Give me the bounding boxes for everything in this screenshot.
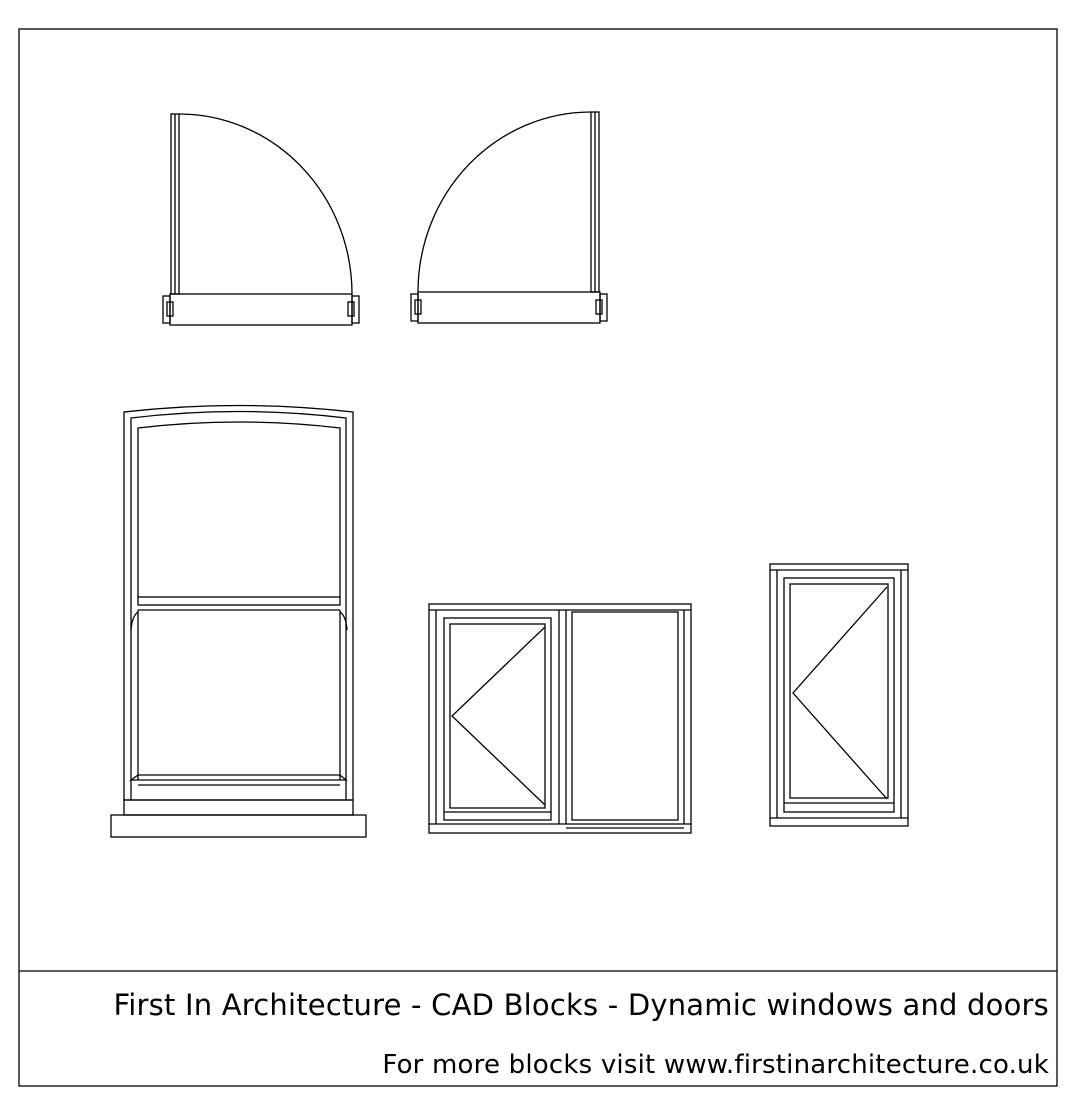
drawing-subtitle: For more blocks visit www.firstinarchite… [382,1050,1049,1080]
sash-window-elevation [110,404,367,838]
drawing-title: First In Architecture - CAD Blocks - Dyn… [113,988,1049,1022]
door-plan-left [162,113,360,326]
sheet-border [18,28,1058,1087]
door-plan-right [410,111,608,324]
casement-window-single [769,563,909,827]
casement-window-double [428,603,692,834]
